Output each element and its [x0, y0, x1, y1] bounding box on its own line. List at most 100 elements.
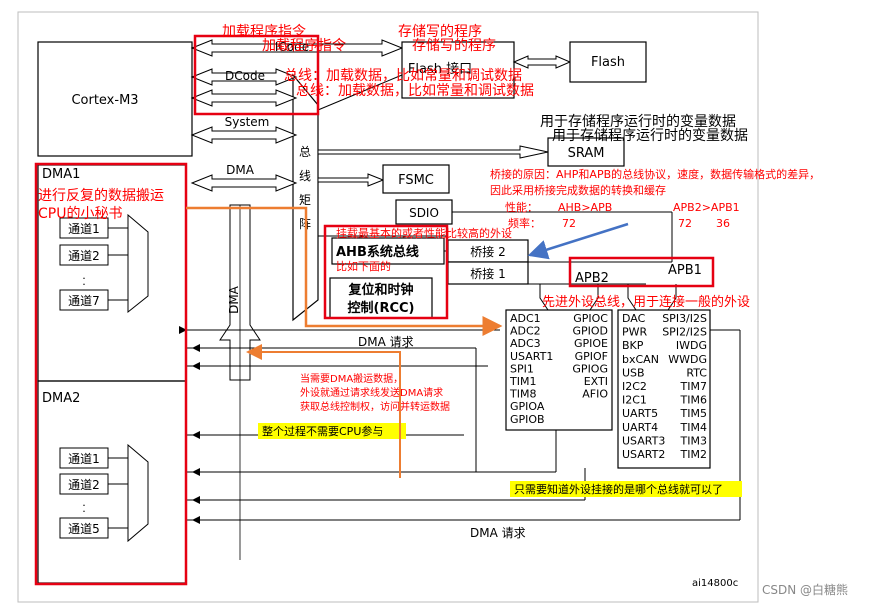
apb2-col1-item: TIM1 — [509, 375, 536, 388]
sdio-label: SDIO — [409, 206, 439, 220]
dma1-note-1: 进行反复的数据搬运 — [38, 187, 164, 204]
apb1-col1-item: I2C1 — [622, 394, 647, 407]
apb1-col2-item: SPI3/I2S — [662, 312, 707, 325]
bridge-reason-2: 因此采用桥接完成数据的转换和缓存 — [490, 183, 666, 197]
apb1-col1-item: I2C2 — [622, 380, 647, 393]
dma1-ellipsis-2: . — [82, 275, 86, 288]
sdio-block: SDIO — [395, 199, 453, 225]
bus-matrix-char-1: 总 — [299, 145, 311, 159]
apb2-col1-item: SPI1 — [510, 362, 534, 375]
apb1-label: APB1 — [668, 263, 702, 278]
bus-note: 只需要知道外设挂接的是哪个总线就可以了 — [514, 482, 723, 496]
dma2-block: DMA2 通道1 通道2 . . 通道5 — [37, 380, 187, 584]
flash-interface-block: Flash 接口 — [401, 41, 515, 99]
perf-label: 性能： — [505, 200, 538, 214]
apb-highlight-box — [568, 256, 715, 288]
apb1-col1: DACPWRBKPbxCANUSBI2C2I2C1UART5UART4USART… — [622, 312, 665, 461]
dma1-block: DMA1 通道1 通道2 . . 通道7 — [37, 164, 187, 382]
flash-link-arrow — [512, 55, 572, 69]
bus-matrix-char-2: 线 — [299, 169, 311, 183]
apb1-col2-item: SPI2/I2S — [662, 326, 707, 339]
bus-note-highlight — [510, 481, 742, 497]
system-bus: System — [190, 115, 298, 144]
dma-request-lines — [179, 326, 741, 524]
apb1-col2-item: TIM2 — [680, 448, 707, 461]
icode-note: 加载程序指令 — [222, 24, 306, 40]
dma1-ellipsis-1: . — [82, 269, 86, 282]
apb1-col1-item: USB — [622, 366, 645, 379]
apb2-col2-item: GPIOD — [572, 325, 608, 338]
dma1-label: DMA1 — [42, 167, 80, 182]
rcc-label-line2: 控制(RCC) — [348, 300, 415, 316]
dma-vertical-label: DMA — [227, 285, 241, 314]
dma1-channel-1: 通道1 — [68, 222, 100, 236]
dma-note-3: 获取总线控制权，访问并转运数据 — [300, 400, 450, 413]
cortex-m3-block: Cortex-M3 — [37, 41, 193, 157]
apb1-col2-item: TIM7 — [680, 380, 707, 393]
dma2-channel-2: 通道2 — [68, 478, 100, 492]
icode-bus: ICode — [190, 39, 404, 57]
apb2-col2-item: GPIOG — [572, 362, 608, 375]
dma1-channel-7: 通道7 — [68, 294, 100, 308]
dma2-mux — [127, 443, 149, 543]
apb1-col1-item: DAC — [622, 312, 646, 325]
apb2-col1-item: ADC1 — [510, 312, 541, 325]
apb1-col2: SPI3/I2SSPI2/I2SIWDGWWDGRTCTIM7TIM6TIM5T… — [662, 312, 707, 461]
apb1-col2-item: TIM4 — [680, 421, 707, 434]
apb1-col1-item: USART3 — [622, 434, 665, 447]
apb1-col1-item: USART2 — [622, 448, 665, 461]
dma-request-orange-arrow — [246, 344, 401, 478]
apb1-col1-item: PWR — [622, 326, 648, 339]
cortex-m3-label: Cortex-M3 — [71, 93, 138, 108]
dma2-channel-5: 通道5 — [68, 522, 100, 536]
matrix-to-flash-line — [317, 74, 403, 111]
bridge-2-label: 桥接 2 — [470, 244, 505, 259]
system-label: System — [225, 115, 270, 129]
dma2-ellipsis-1: . — [82, 496, 86, 509]
dma-transfer-orange-arrow — [186, 206, 503, 336]
fsmc-block: FSMC — [382, 164, 450, 194]
apb1-col1-item: bxCAN — [622, 353, 659, 366]
bridge-2-block: 桥接 2 — [447, 239, 529, 263]
apb1-col1-item: UART4 — [622, 421, 658, 434]
dma1-note-2: CPU的小秘书 — [38, 206, 122, 222]
apb2-col1-item: GPIOA — [510, 400, 545, 413]
ahb-example: 比如下面的 — [336, 259, 391, 273]
cpu-note-highlight — [258, 423, 406, 439]
apb2-col2-item: AFIO — [582, 388, 608, 401]
dma-note-1: 当需要DMA搬运数据， — [300, 372, 403, 385]
apb2-col2-item: EXTI — [584, 375, 608, 388]
dcode-label: DCode — [225, 69, 265, 83]
sram-block: SRAM — [547, 137, 625, 167]
apb2-col1-item: TIM8 — [509, 388, 536, 401]
cpu-note: 整个过程不需要CPU参与 — [262, 424, 383, 438]
flash-label: Flash — [591, 55, 625, 70]
dcode-bus: DCode — [190, 68, 298, 107]
apb1-col1-item: BKP — [622, 339, 644, 352]
apb1-col2-item: TIM5 — [680, 407, 707, 420]
bridge-blue-arrow — [527, 222, 629, 260]
apb1-col2-item: TIM3 — [680, 434, 707, 447]
bridge-1-block: 桥接 1 — [447, 261, 529, 285]
sram-note-echo: 用于存储程序运行时的变量数据 — [552, 128, 748, 144]
apb1-col2-item: RTC — [686, 366, 707, 379]
ahb-note: 挂载最基本的或者性能比较高的外设 — [336, 226, 512, 240]
dma-request-label-1: DMA 请求 — [358, 335, 414, 349]
watermark: CSDN @白糖熊 — [762, 582, 848, 597]
code-bus-highlight-box — [193, 34, 320, 116]
sram-note: 用于存储程序运行时的变量数据 — [540, 114, 736, 130]
sram-link-arrow — [317, 145, 549, 159]
fsmc-link-arrow — [317, 173, 385, 187]
apb1-peripherals: DACPWRBKPbxCANUSBI2C2I2C1UART5UART4USART… — [617, 309, 711, 469]
freq-apb2: 72 — [678, 217, 692, 230]
rcc-label-line1: 复位和时钟 — [347, 282, 413, 298]
dma1-channel-2: 通道2 — [68, 249, 100, 263]
apb2-col2-item: GPIOF — [575, 350, 608, 363]
apb1-col2-item: IWDG — [676, 339, 707, 352]
dcode-note-echo: 总线：加载数据，比如常量和调试数据 — [296, 83, 534, 99]
apb-note: 先进外设总线，用于连接一般的外设 — [542, 294, 750, 310]
freq-apb1: 36 — [716, 217, 730, 230]
flash-note-echo: 存储写的程序 — [412, 38, 496, 54]
